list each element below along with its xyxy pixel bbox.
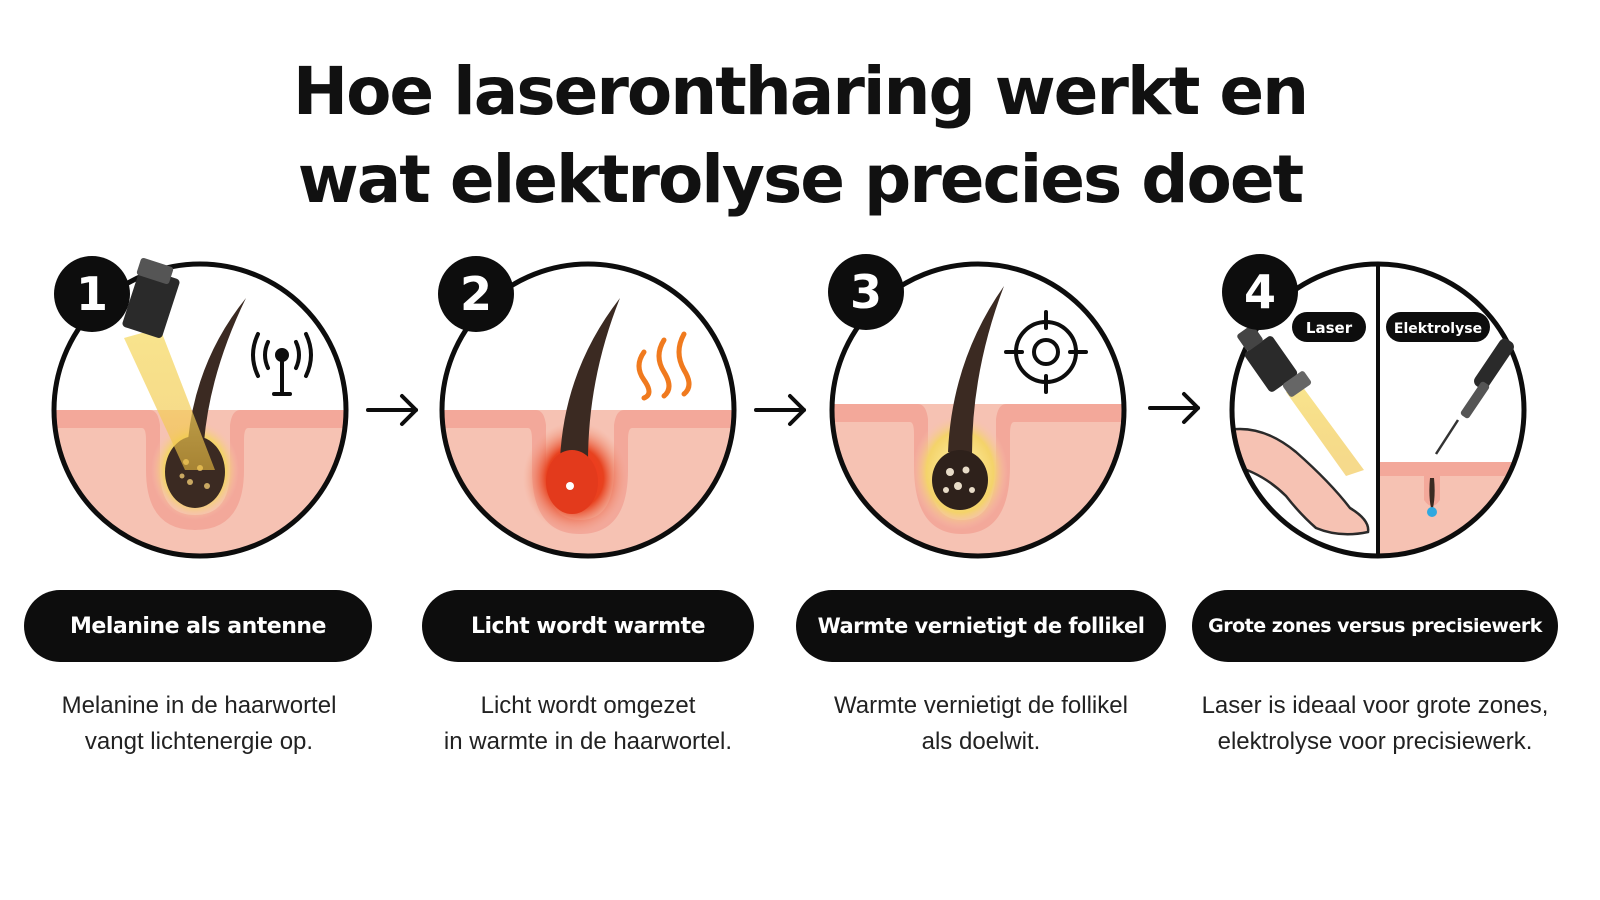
label-elektrolyse: Elektrolyse	[1386, 312, 1490, 342]
step-1-circle	[51, 261, 349, 559]
step-3-badge: 3	[828, 254, 904, 330]
step-4-heading: Grote zones versus precisiewerk	[1192, 590, 1558, 662]
hair-root	[1429, 478, 1435, 512]
step-4-desc-line-1: Laser is ideaal voor grote zones,	[1201, 692, 1549, 719]
target-icon	[1004, 310, 1088, 394]
step-3-description: Warmte vernietigt de follikel als doelwi…	[796, 688, 1166, 760]
step-3-desc-line-2: als doelwit.	[921, 728, 1041, 755]
laser-beam	[124, 328, 215, 470]
step-1-number: 1	[76, 267, 108, 321]
hair-shaft	[188, 298, 246, 442]
step-1-heading: Melanine als antenne	[24, 590, 372, 662]
step-3-number: 3	[850, 265, 882, 319]
step-1-description: Melanine in de haarwortel vangt lichtene…	[24, 688, 374, 760]
electrolysis-current	[1427, 507, 1437, 517]
heat-waves-icon	[636, 331, 692, 401]
leg-illustration	[1232, 427, 1370, 536]
antenna-icon	[251, 332, 313, 396]
step-3-heading: Warmte vernietigt de follikel	[796, 590, 1166, 662]
arrow-icon	[366, 394, 418, 426]
laser-handpiece-icon	[122, 257, 180, 338]
label-laser-text: Laser	[1306, 319, 1353, 337]
step-1-badge: 1	[54, 256, 130, 332]
step-3-desc-line-1: Warmte vernietigt de follikel	[834, 692, 1128, 719]
label-laser: Laser	[1292, 312, 1366, 342]
arrow-icon	[1148, 392, 1200, 424]
step-1-desc-line-2: vangt lichtenergie op.	[84, 728, 314, 755]
page-title: Hoe laserontharing werkt en wat elektrol…	[0, 48, 1600, 224]
step-4-description: Laser is ideaal voor grote zones, elektr…	[1186, 688, 1564, 760]
laser-handpiece-icon	[1237, 325, 1312, 397]
title-line-1: Hoe laserontharing werkt en	[292, 53, 1309, 130]
step-4-desc-line-2: elektrolyse voor precisiewerk.	[1217, 728, 1533, 755]
step-2-desc-line-2: in warmte in de haarwortel.	[443, 728, 733, 755]
hair-shaft	[560, 298, 620, 462]
step-4-number: 4	[1244, 265, 1276, 319]
step-2-badge: 2	[438, 256, 514, 332]
laser-beam	[1286, 386, 1364, 476]
step-2-desc-line-1: Licht wordt omgezet	[480, 692, 696, 719]
step-2-description: Licht wordt omgezet in warmte in de haar…	[412, 688, 764, 760]
step-4-badge: 4	[1222, 254, 1298, 330]
electrolysis-needle-icon	[1434, 338, 1514, 455]
hair-shaft	[948, 286, 1004, 454]
step-2-number: 2	[460, 267, 492, 321]
title-line-2: wat elektrolyse precies doet	[297, 141, 1304, 218]
step-2-heading: Licht wordt warmte	[422, 590, 754, 662]
destroyed-follicle	[932, 450, 988, 510]
step-1-desc-line-1: Melanine in de haarwortel	[61, 692, 337, 719]
skin-surface	[54, 410, 346, 530]
label-elektrolyse-text: Elektrolyse	[1394, 321, 1482, 337]
arrow-icon	[754, 394, 806, 426]
